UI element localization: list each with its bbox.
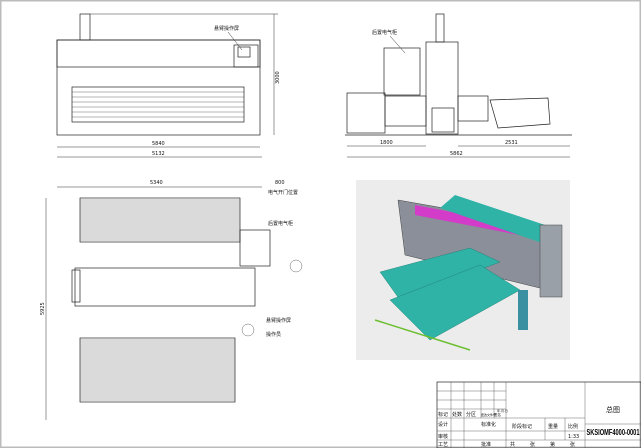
tb-scale-label: 比例 <box>568 423 578 430</box>
tb-standardize: 标准化 <box>481 421 496 428</box>
tb-header: 年.月.日 <box>497 408 508 413</box>
side-view: 1800 2531 5862 后置电气柜 <box>345 13 572 158</box>
dim-front-inner: 5840 <box>152 141 165 147</box>
title-block: 标记 处数 分区 更改文件号 签名 年.月.日 设计 标准化 审核 工艺 批准 … <box>436 381 641 448</box>
dim-side-right: 2531 <box>505 140 518 146</box>
tb-header: 标记 <box>438 411 448 418</box>
tb-sheets: 张 <box>530 441 535 448</box>
rear-cabinet <box>383 47 421 96</box>
label-plan-cabinet: 后置电气柜 <box>268 220 293 227</box>
control-panel <box>233 44 259 68</box>
dim-side-left: 1800 <box>380 140 393 146</box>
tb-stage-mark: 阶段标记 <box>512 423 532 430</box>
label-plan-control-panel: 悬臂操作屏 <box>266 317 291 324</box>
tb-title: 总图 <box>606 405 620 414</box>
tb-header: 更改文件号 <box>481 412 496 417</box>
dim-plan-depth: 5925 <box>40 302 46 315</box>
dim-front-total: 5132 <box>152 151 165 157</box>
operator-symbol-icon <box>289 259 303 273</box>
tb-drawing-number: SKSIOMF4000-0001 <box>587 428 640 437</box>
tb-design: 设计 <box>438 421 448 428</box>
label-control-panel: 悬臂操作屏 <box>214 25 239 32</box>
dim-plan-width: 5340 <box>150 180 163 186</box>
tb-weight: 重量 <box>548 423 558 430</box>
tb-header: 分区 <box>466 411 476 418</box>
tb-header: 处数 <box>452 411 462 418</box>
tb-sheets: 张 <box>570 441 575 448</box>
plan-main-beam <box>74 267 256 307</box>
render-3d <box>356 180 570 360</box>
dim-front-height: 3000 <box>275 71 281 84</box>
label-door-position: 电气开门位置 <box>268 189 298 196</box>
front-motor <box>79 13 91 41</box>
plan-view: 5340 800 电气开门位置 后置电气柜 悬臂操作屏 操作员 5925 <box>40 180 303 420</box>
tb-header: 签名 <box>494 412 501 417</box>
tb-process: 工艺 <box>438 442 448 448</box>
tb-review: 审核 <box>438 433 448 440</box>
label-operator: 操作员 <box>266 331 281 338</box>
front-view: 5840 5132 3000 悬臂操作屏 <box>56 13 281 158</box>
tb-approve: 批准 <box>481 441 491 448</box>
front-frame <box>56 39 261 136</box>
operator-symbol-icon <box>241 323 255 337</box>
plan-cabinet <box>239 229 271 267</box>
tb-sheets: 第 <box>550 441 555 448</box>
dim-plan-clearance: 800 <box>275 180 285 186</box>
side-column <box>425 41 459 135</box>
tb-sheets: 共 <box>510 441 515 448</box>
tb-scale: 1:33 <box>568 434 579 440</box>
label-rear-cabinet: 后置电气柜 <box>372 29 397 36</box>
dim-side-total: 5862 <box>450 151 463 157</box>
